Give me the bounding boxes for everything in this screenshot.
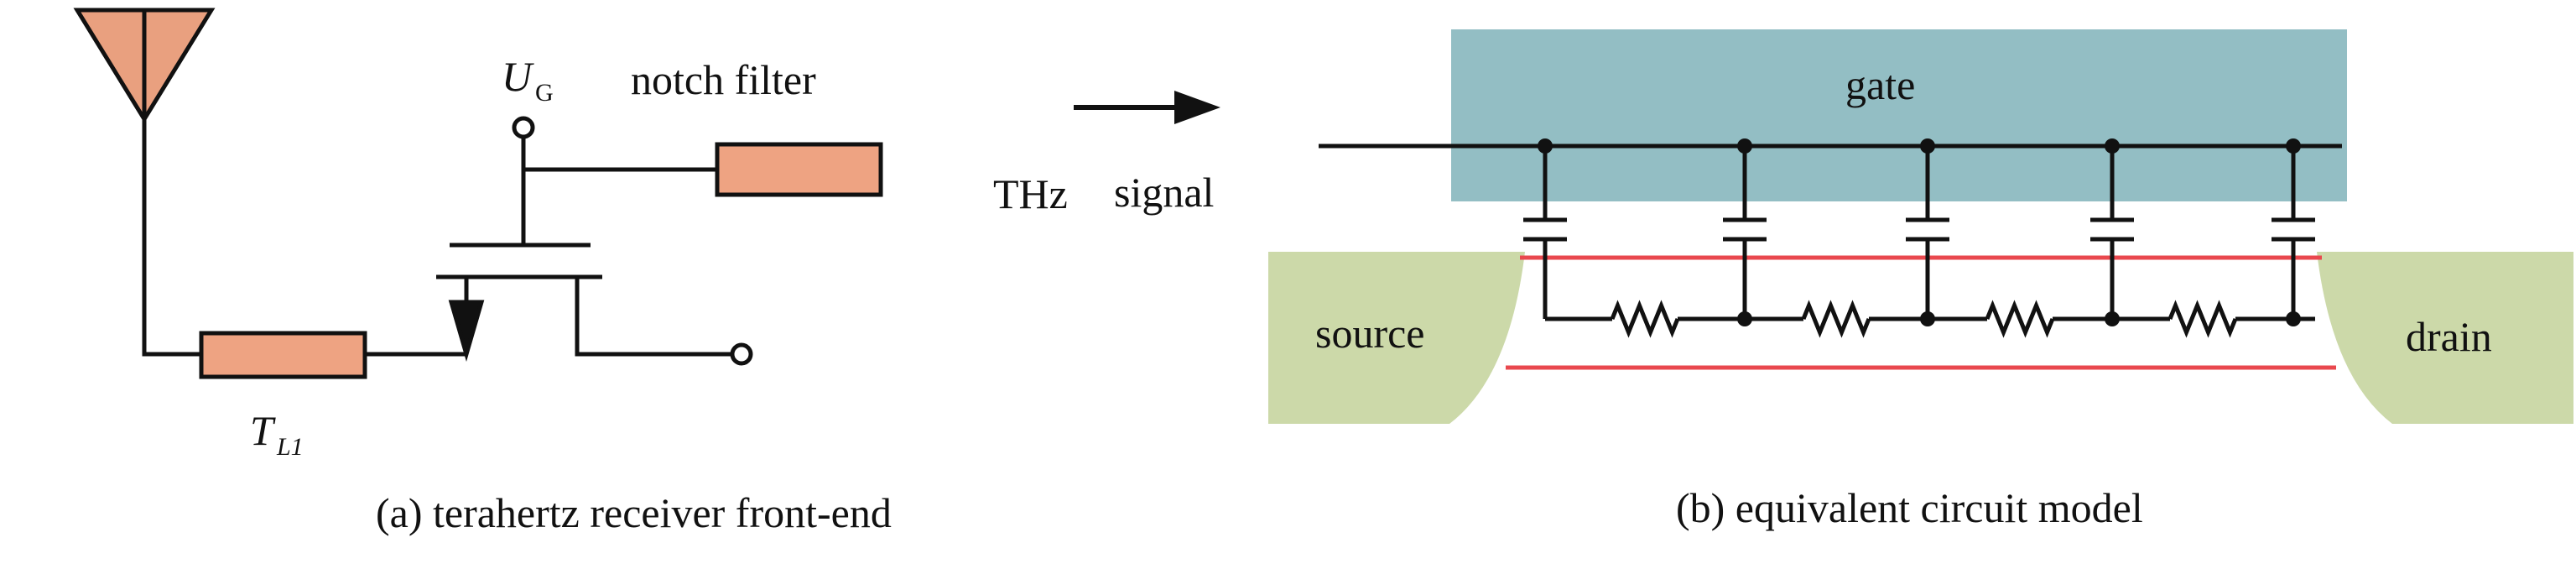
drain-terminal-icon (730, 342, 753, 366)
panel-a-receiver (73, 8, 883, 379)
thz-signal-arrow (1074, 91, 1220, 124)
notch-filter-block (715, 142, 883, 197)
source-label: source (1315, 310, 1425, 357)
rc-ladder (1523, 138, 2315, 338)
gate-voltage-label: U (502, 53, 534, 100)
caption-a: (a) terahertz receiver front-end (376, 489, 892, 536)
resistor-icon (2167, 300, 2238, 338)
resistor-icon (1801, 300, 1871, 338)
resistor-icon (1985, 300, 2055, 338)
transmission-line-label: T (250, 407, 276, 454)
notch-filter-label: notch filter (631, 56, 816, 103)
gate-label: gate (1845, 61, 1915, 108)
caption-b: (b) equivalent circuit model (1676, 484, 2143, 531)
transmission-line-subscript: L1 (276, 433, 304, 461)
drain-region (2317, 252, 2573, 424)
drain-lead (575, 277, 731, 357)
drain-label: drain (2406, 313, 2492, 360)
source-arrow-icon (448, 300, 485, 362)
arrow-head-icon (1174, 91, 1220, 124)
arrow-label-signal: signal (1114, 169, 1214, 216)
source-region (1268, 252, 1525, 424)
gate-terminal-icon (512, 116, 535, 139)
arrow-label-thz: THz (993, 170, 1068, 217)
gate-voltage-subscript: G (535, 79, 554, 107)
antenna-feed-wire (142, 119, 201, 357)
gate-region (1451, 29, 2347, 201)
resistor-icon (1610, 300, 1680, 338)
transmission-line-block (199, 331, 367, 379)
